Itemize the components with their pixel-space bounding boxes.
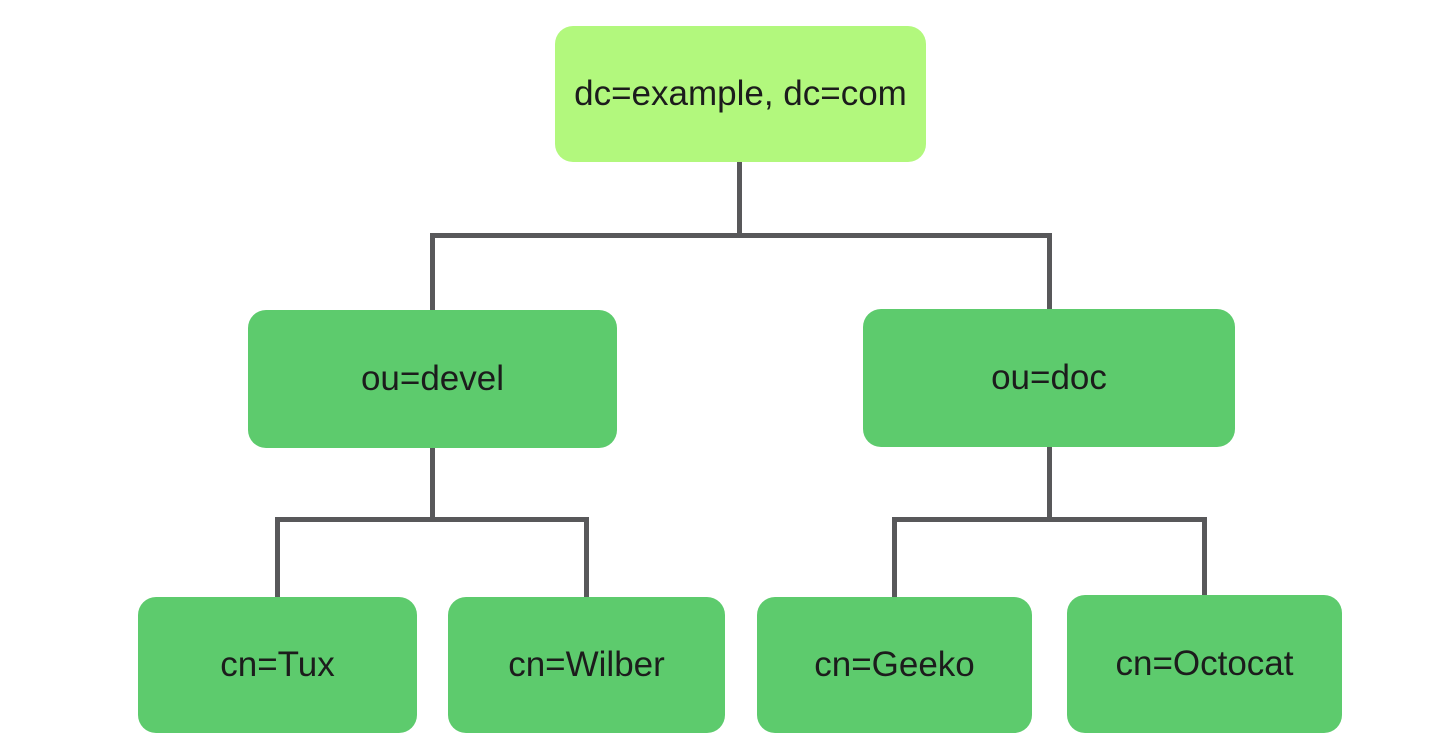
tree-node-cn-wilber-label: cn=Wilber [508, 645, 665, 684]
connector-devel-stem [430, 447, 435, 520]
connector-drop-ou-doc [1047, 233, 1052, 310]
connector-level1-bar [430, 233, 1052, 238]
connector-drop-cn-wilber [584, 517, 589, 598]
tree-node-ou-doc: ou=doc [863, 309, 1235, 447]
tree-node-root: dc=example, dc=com [555, 26, 926, 162]
tree-node-root-label: dc=example, dc=com [574, 74, 907, 113]
connector-drop-cn-tux [275, 517, 280, 598]
tree-node-cn-geeko-label: cn=Geeko [814, 645, 975, 684]
connector-devel-bar [275, 517, 589, 522]
connector-drop-ou-devel [430, 233, 435, 311]
tree-node-cn-wilber: cn=Wilber [448, 597, 725, 733]
tree-node-cn-octocat-label: cn=Octocat [1115, 644, 1294, 683]
connector-drop-cn-geeko [892, 517, 897, 598]
tree-node-cn-geeko: cn=Geeko [757, 597, 1032, 733]
tree-node-cn-octocat: cn=Octocat [1067, 595, 1342, 733]
tree-node-ou-devel: ou=devel [248, 310, 617, 448]
connector-root-stem [737, 161, 742, 238]
tree-node-ou-devel-label: ou=devel [360, 359, 505, 398]
tree-node-cn-tux-label: cn=Tux [220, 645, 335, 684]
connector-doc-stem [1047, 446, 1052, 520]
connector-doc-bar [892, 517, 1207, 522]
tree-node-cn-tux: cn=Tux [138, 597, 417, 733]
tree-node-ou-doc-label: ou=doc [991, 358, 1107, 397]
connector-drop-cn-octocat [1202, 517, 1207, 596]
